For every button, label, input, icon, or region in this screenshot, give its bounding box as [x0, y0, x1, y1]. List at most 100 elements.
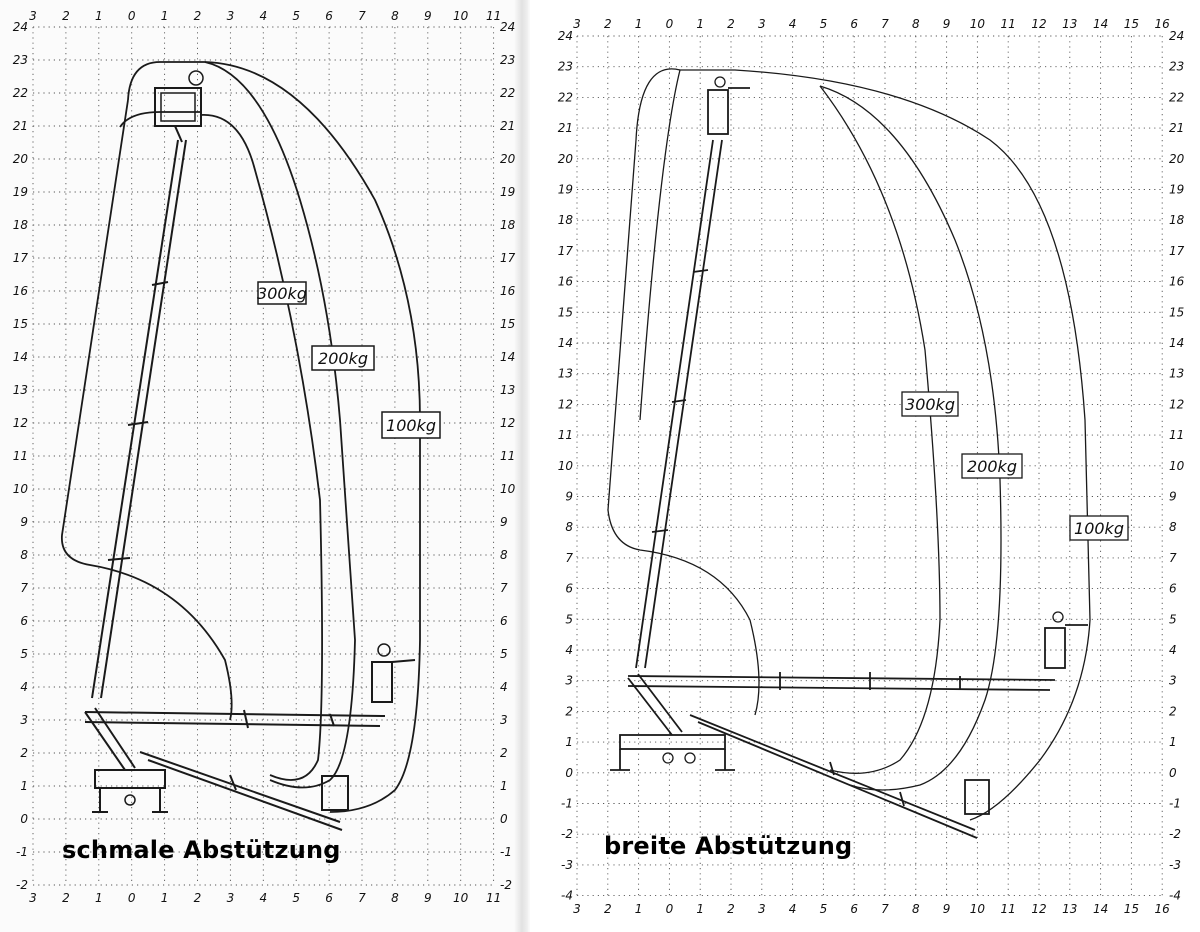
right-y-tick-left: 12: [558, 397, 573, 411]
right-x-tick-bottom: 12: [1031, 902, 1046, 916]
left-y-tick-right: 20: [500, 152, 516, 166]
left-y-tick-right: 13: [500, 383, 515, 397]
left-x-tick-top: 8: [391, 9, 399, 23]
left-y-tick-right: 23: [500, 53, 515, 67]
right-y-tick-right: -2: [1169, 827, 1181, 841]
left-y-tick-left: 10: [13, 482, 29, 496]
right-y-tick-left: 18: [558, 213, 574, 227]
left-x-tick-bottom: 5: [292, 891, 300, 905]
left-x-tick-bottom: 9: [424, 891, 432, 905]
left-load-label-200kg: 200kg: [318, 349, 368, 368]
right-y-tick-right: -4: [1169, 889, 1181, 903]
left-y-axis-right: 2423222120191817161514131211109876543210…: [500, 20, 516, 892]
right-y-tick-left: 23: [558, 60, 573, 74]
left-y-axis-left: 2423222120191817161514131211109876543210…: [13, 20, 29, 892]
right-working-envelopes: [607, 68, 1091, 821]
right-x-tick-top: 7: [881, 17, 889, 31]
left-x-tick-top: 9: [424, 9, 432, 23]
right-y-tick-right: 11: [1169, 428, 1184, 442]
right-y-tick-right: -1: [1169, 797, 1181, 811]
left-label-box-200kg: [311, 345, 375, 371]
right-y-tick-right: 2: [1169, 704, 1177, 718]
right-x-tick-top: 1: [696, 17, 704, 31]
left-y-tick-right: 18: [500, 218, 516, 232]
left-boom-lowered: [139, 751, 349, 831]
right-y-tick-left: 2: [565, 704, 573, 718]
right-label-box-100kg: [1069, 515, 1129, 541]
right-x-tick-top: 6: [850, 17, 858, 31]
left-y-tick-left: 7: [20, 581, 28, 595]
left-y-tick-left: 4: [20, 680, 28, 694]
left-envelope-outer-back: [61, 99, 233, 721]
right-y-tick-left: 20: [558, 152, 574, 166]
left-y-tick-right: 14: [500, 350, 515, 364]
right-x-tick-bottom: 3: [758, 902, 766, 916]
right-y-tick-right: 18: [1169, 213, 1185, 227]
left-y-tick-right: 19: [500, 185, 515, 199]
right-y-tick-left: 21: [558, 121, 573, 135]
left-y-tick-left: 22: [13, 86, 28, 100]
left-x-tick-bottom: 11: [486, 891, 501, 905]
left-y-tick-left: 6: [20, 614, 28, 628]
right-y-tick-right: 0: [1169, 766, 1177, 780]
right-x-tick-bottom: 3: [573, 902, 581, 916]
right-y-tick-left: 7: [565, 551, 573, 565]
right-x-tick-bottom: 10: [970, 902, 986, 916]
left-x-tick-top: 5: [292, 9, 300, 23]
left-y-tick-right: 15: [500, 317, 515, 331]
right-y-tick-left: 3: [565, 674, 573, 688]
left-y-tick-right: 1: [500, 779, 508, 793]
right-y-tick-right: 3: [1169, 674, 1177, 688]
right-y-tick-left: -2: [561, 827, 573, 841]
right-y-tick-left: 10: [558, 459, 574, 473]
right-load-label-200kg: 200kg: [967, 457, 1017, 476]
right-y-tick-left: 4: [565, 643, 573, 657]
left-y-tick-right: 11: [500, 449, 515, 463]
right-y-tick-right: 24: [1169, 29, 1184, 43]
left-y-tick-right: 3: [500, 713, 508, 727]
right-x-tick-top: 4: [789, 17, 797, 31]
right-x-tick-bottom: 1: [635, 902, 643, 916]
right-y-tick-left: 22: [558, 90, 573, 104]
left-y-tick-left: 12: [13, 416, 28, 430]
left-y-tick-right: 16: [500, 284, 516, 298]
right-x-tick-bottom: 2: [604, 902, 612, 916]
right-x-tick-top: 12: [1031, 17, 1046, 31]
right-x-tick-top: 13: [1062, 17, 1077, 31]
left-boom-horizontal: [84, 643, 416, 729]
right-x-tick-bottom: 2: [727, 902, 735, 916]
right-x-tick-top: 5: [820, 17, 828, 31]
right-x-tick-top: 3: [573, 17, 581, 31]
right-x-tick-top: 10: [970, 17, 986, 31]
left-x-tick-bottom: 6: [325, 891, 333, 905]
right-x-tick-top: 8: [912, 17, 920, 31]
right-y-tick-right: 14: [1169, 336, 1184, 350]
right-y-tick-left: 24: [558, 29, 573, 43]
left-y-tick-left: 11: [13, 449, 28, 463]
right-y-tick-left: 17: [558, 244, 574, 258]
left-y-tick-right: 9: [500, 515, 508, 529]
left-y-tick-left: 21: [13, 119, 28, 133]
right-y-tick-right: 4: [1169, 643, 1177, 657]
right-y-tick-right: 15: [1169, 305, 1184, 319]
left-envelope-inner-back: [119, 111, 200, 128]
left-y-tick-left: 14: [13, 350, 28, 364]
right-boom-upright: [635, 76, 750, 669]
left-x-tick-top: 2: [194, 9, 202, 23]
right-x-tick-top: 2: [604, 17, 612, 31]
left-y-tick-left: 3: [20, 713, 28, 727]
left-x-tick-bottom: 8: [391, 891, 399, 905]
left-y-tick-right: 10: [500, 482, 516, 496]
left-y-tick-left: 16: [13, 284, 29, 298]
left-sheet: [0, 0, 528, 932]
left-y-tick-left: 19: [13, 185, 28, 199]
left-x-tick-bottom: 1: [161, 891, 169, 905]
left-y-tick-left: 13: [13, 383, 28, 397]
right-y-tick-right: 6: [1169, 582, 1177, 596]
left-caption: schmale Abstützung: [62, 836, 341, 864]
left-y-tick-right: 12: [500, 416, 515, 430]
